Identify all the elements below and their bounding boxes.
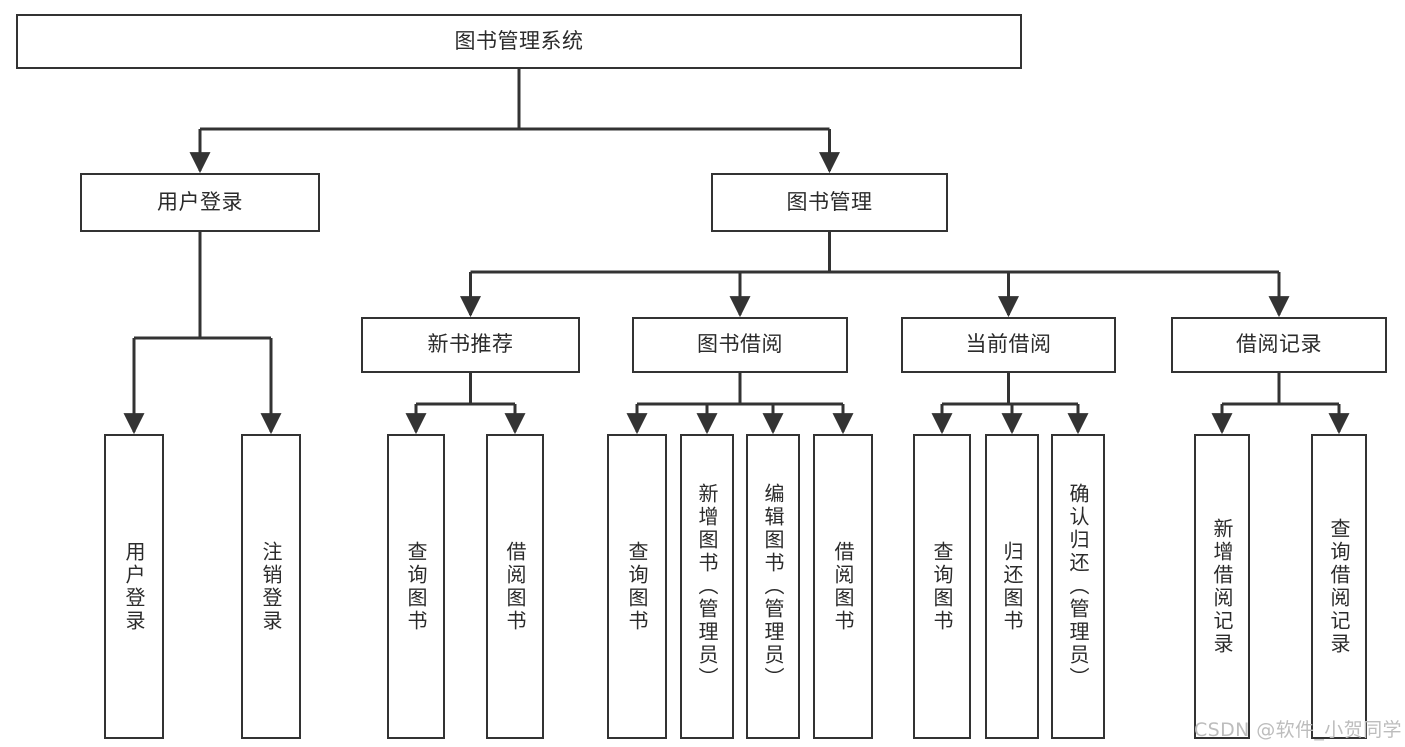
node-leaf-query-book-2[interactable]: 查询图书 [607, 434, 667, 739]
node-leaf-query-book-2-label: 查询图书 [625, 540, 649, 633]
node-leaf-query-book-1-label: 查询图书 [404, 540, 428, 633]
node-leaf-return-book[interactable]: 归还图书 [985, 434, 1039, 739]
node-leaf-query-book-3[interactable]: 查询图书 [913, 434, 971, 739]
node-new-book-rec[interactable]: 新书推荐 [361, 317, 580, 373]
node-leaf-borrow-book-2[interactable]: 借阅图书 [813, 434, 873, 739]
node-borrow-record[interactable]: 借阅记录 [1171, 317, 1387, 373]
node-leaf-borrow-book-2-label: 借阅图书 [831, 540, 855, 633]
node-root-label: 图书管理系统 [454, 28, 584, 53]
node-new-book-rec-label: 新书推荐 [427, 332, 514, 357]
connector-lines [123, 69, 1350, 435]
node-leaf-borrow-book-1-label: 借阅图书 [503, 540, 527, 633]
node-leaf-query-book-1[interactable]: 查询图书 [387, 434, 445, 739]
node-leaf-return-book-label: 归还图书 [1000, 540, 1024, 633]
node-leaf-add-record-label: 新增借阅记录 [1210, 517, 1234, 656]
node-leaf-edit-book-label: 编辑图书（管理员） [761, 483, 785, 690]
node-leaf-query-book-3-label: 查询图书 [930, 540, 954, 633]
node-leaf-user-login-label: 用户登录 [122, 540, 146, 633]
node-book-manage-label: 图书管理 [786, 189, 873, 214]
node-leaf-query-record-label: 查询借阅记录 [1327, 517, 1351, 656]
node-leaf-user-logout[interactable]: 注销登录 [241, 434, 301, 739]
node-user-login[interactable]: 用户登录 [80, 173, 320, 232]
node-current-borrow[interactable]: 当前借阅 [901, 317, 1116, 373]
node-book-manage[interactable]: 图书管理 [711, 173, 948, 232]
node-leaf-confirm-return-label: 确认归还（管理员） [1066, 483, 1090, 690]
node-book-borrow[interactable]: 图书借阅 [632, 317, 848, 373]
node-leaf-confirm-return[interactable]: 确认归还（管理员） [1051, 434, 1105, 739]
node-leaf-query-record[interactable]: 查询借阅记录 [1311, 434, 1367, 739]
node-leaf-add-book-label: 新增图书（管理员） [695, 483, 719, 690]
node-leaf-borrow-book-1[interactable]: 借阅图书 [486, 434, 544, 739]
node-leaf-edit-book[interactable]: 编辑图书（管理员） [746, 434, 800, 739]
node-leaf-user-login[interactable]: 用户登录 [104, 434, 164, 739]
node-leaf-add-record[interactable]: 新增借阅记录 [1194, 434, 1250, 739]
csdn-watermark: CSDN @软件_小贺同学 [1194, 719, 1402, 741]
node-leaf-add-book[interactable]: 新增图书（管理员） [680, 434, 734, 739]
node-root[interactable]: 图书管理系统 [16, 14, 1022, 69]
node-borrow-record-label: 借阅记录 [1236, 332, 1322, 357]
node-book-borrow-label: 图书借阅 [697, 332, 783, 357]
node-user-login-label: 用户登录 [157, 189, 243, 214]
node-current-borrow-label: 当前借阅 [965, 332, 1052, 357]
node-leaf-user-logout-label: 注销登录 [259, 540, 283, 633]
